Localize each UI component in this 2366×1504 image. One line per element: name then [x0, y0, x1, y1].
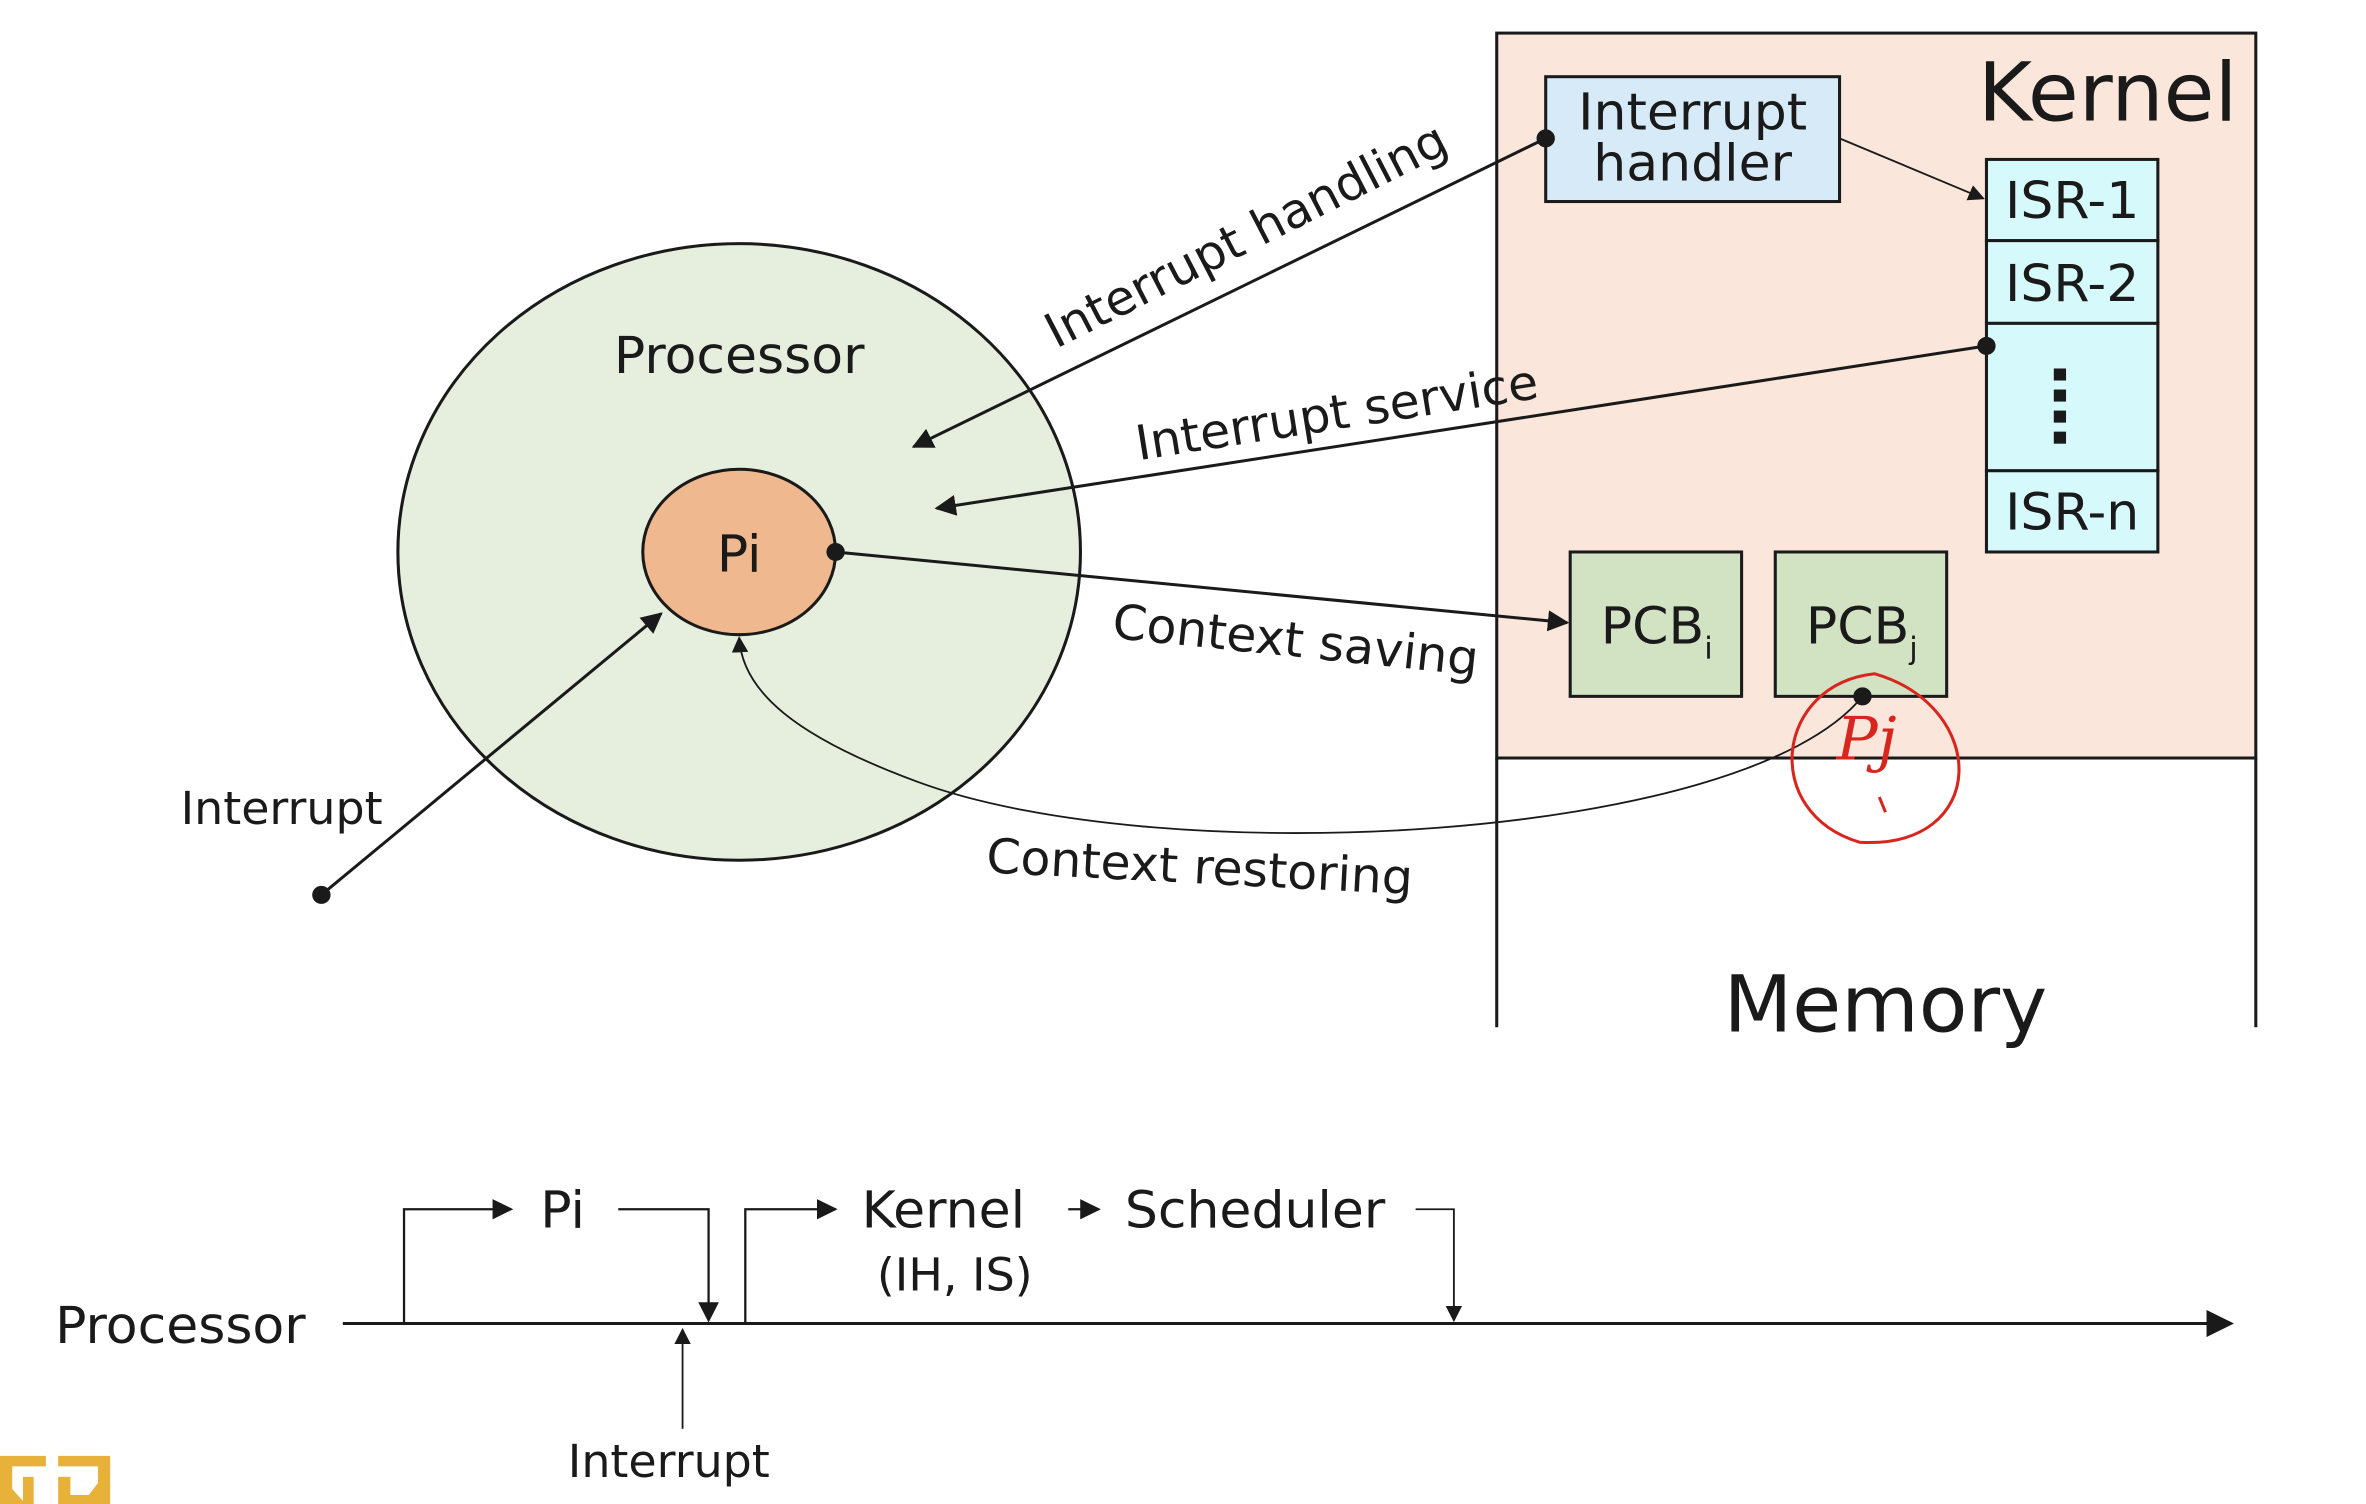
- timeline-scheduler-end-arrow: [1415, 1208, 1463, 1323]
- logo-mark-right: [58, 1455, 111, 1504]
- interrupt-handling-arrow: [911, 137, 1547, 449]
- memory-label: Memory: [1724, 959, 2048, 1050]
- interrupt-handler-line2: handler: [1593, 134, 1793, 193]
- timeline-interrupt-label: Interrupt: [568, 1435, 770, 1488]
- isr-label-2: ISR-2: [2005, 254, 2139, 313]
- external-interrupt-edge: Interrupt: [181, 612, 663, 904]
- isr-row-2: [1984, 239, 2160, 325]
- interrupt-arrow: [320, 612, 663, 897]
- annotation-text: Pj: [1835, 705, 1896, 774]
- annotation-mark: [1877, 796, 1887, 813]
- kernel-label: Kernel: [1978, 46, 2238, 140]
- interrupt-service-label: Interrupt service: [1132, 355, 1542, 472]
- handler-to-isr-arrow: [1839, 137, 1985, 201]
- processor-label: Processor: [614, 326, 865, 385]
- pcb-i-label: PCBi: [1601, 597, 1713, 667]
- process-pi-label: Pi: [717, 525, 762, 584]
- timeline-kernel-sub: (IH, IS): [877, 1249, 1033, 1302]
- interrupt-service-arrow: [934, 344, 1987, 516]
- logo-mark-left: [0, 1455, 46, 1504]
- pcb-i-rect: [1568, 550, 1744, 698]
- timeline-kernel-start-arrow: [744, 1199, 838, 1324]
- timeline: Processor Pi Interrupt Kernel (IH, IS) S…: [55, 1181, 2235, 1488]
- pcb-j-label: PCBj: [1806, 597, 1918, 667]
- isr-row-ellipsis: [1984, 321, 2160, 473]
- isr-row-n: [1984, 469, 2160, 554]
- timeline-axis-label: Processor: [55, 1296, 306, 1355]
- timeline-segment-pi: Pi: [540, 1181, 585, 1240]
- timeline-segment-scheduler: Scheduler: [1125, 1181, 1386, 1240]
- isr-label-n: ISR-n: [2005, 483, 2139, 542]
- timeline-segment-kernel: Kernel: [862, 1181, 1025, 1240]
- processor-node: Processor Pi: [396, 242, 1082, 862]
- context-saving-arrow: [835, 550, 1570, 632]
- vertical-ellipsis-icon: [2053, 368, 2067, 444]
- isr-label-1: ISR-1: [2005, 171, 2139, 230]
- timeline-pi-start-arrow: [402, 1199, 514, 1324]
- interrupt-handling-label: Interrupt handling: [1036, 112, 1457, 359]
- pcb-i: PCBi: [1568, 550, 1744, 698]
- external-interrupt-label: Interrupt: [181, 783, 383, 836]
- interrupt-handler-rect: [1544, 75, 1842, 204]
- interrupt-handler-box: Interrupt handler: [1544, 75, 1842, 204]
- handwritten-annotation: Pj: [1790, 672, 1961, 844]
- annotation-circle: [1790, 672, 1961, 844]
- interrupt-handler-line1: Interrupt: [1578, 83, 1807, 142]
- context-restoring-arrow: [731, 636, 1864, 834]
- timeline-pi-end-arrow: [618, 1208, 719, 1323]
- context-restoring-label: Context restoring: [985, 829, 1414, 906]
- pcb-j-rect: [1773, 550, 1949, 698]
- university-logo-icon: [0, 1455, 111, 1504]
- pcb-j: PCBj: [1773, 550, 1949, 698]
- isr-table: ISR-1 ISR-2 ISR-n: [1984, 157, 2160, 554]
- isr-row-1: [1984, 157, 2160, 243]
